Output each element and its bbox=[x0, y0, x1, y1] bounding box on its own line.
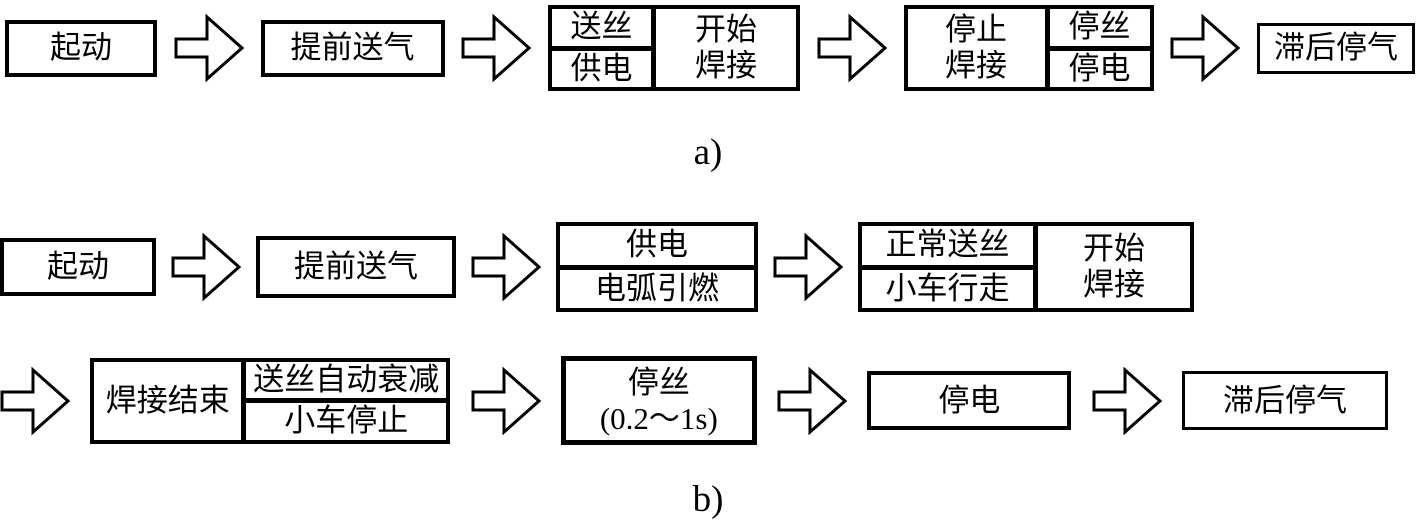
flow-a-row: 起动 提前送气 送丝 供电 开始 焊接 bbox=[5, 5, 1415, 91]
flow-b-row-1: 起动 提前送气 供电 电弧引燃 bbox=[0, 222, 1194, 312]
node-normal-wire-feed: 正常送丝 bbox=[862, 226, 1033, 270]
group-feed-power-start: 送丝 供电 开始 焊接 bbox=[548, 5, 800, 91]
arrow-right-icon bbox=[1170, 12, 1241, 84]
arrow-right-icon bbox=[817, 12, 887, 84]
node-stop-power-a-label: 停电 bbox=[1068, 50, 1131, 86]
arrow-right-icon bbox=[1092, 365, 1162, 437]
group-decay-stop: 送丝自动衰减 小车停止 bbox=[246, 361, 447, 440]
arrow-right-icon bbox=[461, 12, 532, 84]
arrow-right-icon bbox=[777, 365, 848, 437]
node-delayed-gas-stop-b-label: 滞后停气 bbox=[1222, 382, 1347, 418]
node-wire-feed-label: 送丝 bbox=[570, 9, 633, 45]
node-wire-feed-auto-decay-label: 送丝自动衰减 bbox=[253, 361, 440, 397]
node-wire-feed-auto-decay: 送丝自动衰减 bbox=[246, 361, 447, 403]
node-start-weld-a: 开始 焊接 bbox=[656, 9, 796, 87]
group-stop-weld: 停止 焊接 停丝 停电 bbox=[903, 5, 1154, 91]
node-stop-power-b: 停电 bbox=[867, 371, 1072, 430]
arrow-right-icon bbox=[0, 365, 70, 437]
group-power-arc: 供电 电弧引燃 bbox=[556, 222, 758, 312]
arrow-right-icon bbox=[174, 12, 244, 84]
node-pre-gas-b: 提前送气 bbox=[256, 236, 456, 298]
group-feed-power: 送丝 供电 bbox=[552, 9, 656, 87]
node-stop-power-b-label: 停电 bbox=[938, 382, 1001, 418]
node-pre-gas-b-label: 提前送气 bbox=[294, 249, 418, 285]
arrow-right-icon bbox=[171, 231, 241, 303]
group-stop-wire-power: 停丝 停电 bbox=[1049, 9, 1150, 88]
node-delayed-gas-stop-b: 滞后停气 bbox=[1181, 371, 1388, 430]
node-arc-ignition-label: 电弧引燃 bbox=[595, 270, 719, 306]
node-weld-end: 焊接结束 bbox=[94, 361, 247, 440]
node-pre-gas-a: 提前送气 bbox=[260, 19, 445, 77]
node-start-b-label: 起动 bbox=[47, 249, 109, 285]
node-pre-gas-a-label: 提前送气 bbox=[290, 30, 415, 66]
node-stop-wire-a-label: 停丝 bbox=[1068, 9, 1131, 45]
arrow-right-icon bbox=[471, 365, 541, 437]
node-start-a-label: 起动 bbox=[50, 30, 112, 66]
node-stop-wire-b: 停丝 (0.2～1s) bbox=[560, 356, 757, 445]
node-wire-feed: 送丝 bbox=[552, 9, 651, 51]
node-stop-wire-a: 停丝 bbox=[1049, 9, 1150, 51]
arrow-right-icon bbox=[471, 231, 541, 303]
node-weld-end-label: 焊接结束 bbox=[105, 382, 230, 418]
node-start-b: 起动 bbox=[0, 238, 156, 296]
node-start-a: 起动 bbox=[5, 19, 157, 77]
figure-label-b: b) bbox=[692, 479, 724, 520]
figure-label-a: a) bbox=[693, 132, 723, 173]
node-carriage-stop-label: 小车停止 bbox=[284, 403, 409, 439]
node-power-on-a-label: 供电 bbox=[570, 50, 633, 86]
group-weld-end: 焊接结束 送丝自动衰减 小车停止 bbox=[90, 357, 451, 444]
group-normal-start: 正常送丝 小车行走 开始 焊接 bbox=[858, 222, 1194, 312]
node-start-weld-b: 开始 焊接 bbox=[1038, 226, 1190, 308]
node-start-weld-a-label: 开始 焊接 bbox=[695, 12, 757, 83]
node-carriage-travel: 小车行走 bbox=[862, 270, 1033, 309]
group-power-arc-col: 供电 电弧引燃 bbox=[560, 226, 754, 308]
node-carriage-travel-label: 小车行走 bbox=[885, 270, 1010, 306]
node-carriage-stop: 小车停止 bbox=[246, 403, 446, 440]
node-stop-weld: 停止 焊接 bbox=[908, 9, 1050, 87]
node-stop-weld-label: 停止 焊接 bbox=[945, 12, 1007, 83]
node-start-weld-b-label: 开始 焊接 bbox=[1083, 231, 1145, 302]
flow-b-row-2: 焊接结束 送丝自动衰减 小车停止 停丝 (0.2～1s) bbox=[0, 356, 1388, 445]
node-stop-power-a: 停电 bbox=[1050, 51, 1150, 88]
node-power-on-a: 供电 bbox=[552, 51, 651, 88]
node-delayed-gas-stop-a: 滞后停气 bbox=[1257, 22, 1415, 74]
node-power-on-b-label: 供电 bbox=[626, 227, 688, 263]
node-delayed-gas-stop-a-label: 滞后停气 bbox=[1274, 30, 1398, 66]
node-normal-wire-feed-label: 正常送丝 bbox=[885, 227, 1010, 263]
group-normal-feed-travel: 正常送丝 小车行走 bbox=[862, 226, 1038, 308]
arrow-right-icon bbox=[773, 231, 843, 303]
node-arc-ignition: 电弧引燃 bbox=[560, 270, 754, 309]
node-power-on-b: 供电 bbox=[560, 226, 754, 270]
node-stop-wire-b-label: 停丝 (0.2～1s) bbox=[599, 364, 718, 436]
